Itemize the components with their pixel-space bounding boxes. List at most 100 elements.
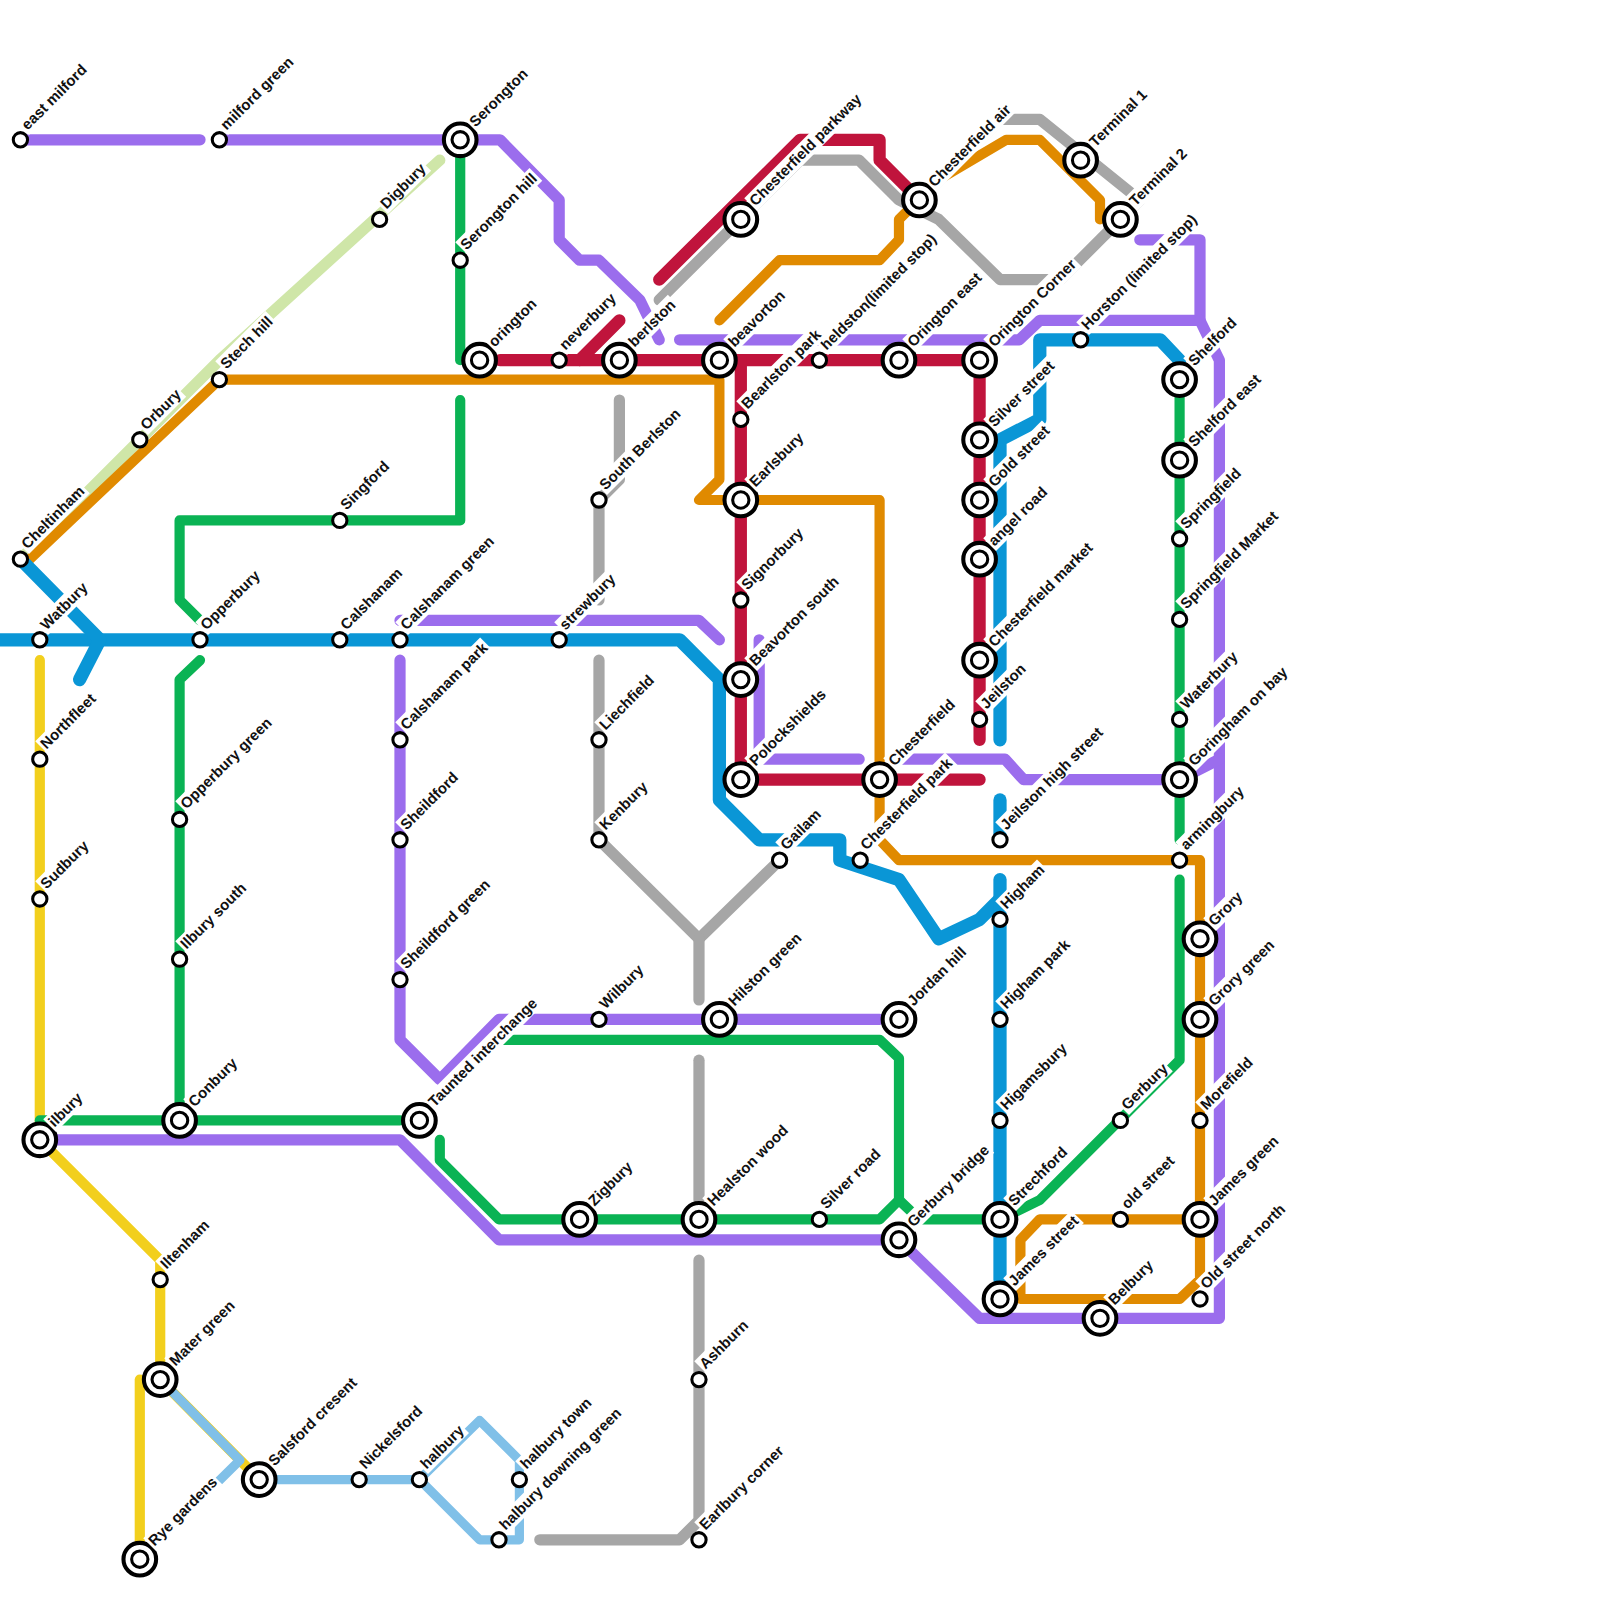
station-marker — [144, 1363, 177, 1396]
station-marker — [393, 633, 407, 647]
station-marker — [152, 1371, 168, 1387]
station-label: Silver road — [815, 1144, 885, 1214]
station-label: east milford — [16, 59, 92, 135]
station-marker — [611, 352, 627, 368]
station-label: Chesterfield parkway — [744, 89, 866, 211]
station-marker — [251, 1471, 267, 1487]
station-label: Singford — [335, 456, 394, 515]
station-marker — [393, 972, 407, 986]
station-marker — [1184, 1003, 1217, 1036]
station-marker — [153, 1272, 167, 1286]
station-marker — [812, 1212, 826, 1226]
station-marker — [1104, 203, 1137, 236]
station-label: Northfleet — [35, 688, 101, 754]
station-marker — [393, 833, 407, 847]
station-marker — [592, 833, 606, 847]
station-marker — [132, 1551, 148, 1567]
station-marker — [171, 1112, 187, 1128]
station-label: Higham park — [995, 934, 1075, 1014]
station-marker — [33, 752, 47, 766]
station-label: Opperbury green — [175, 713, 277, 815]
station-marker — [963, 644, 996, 677]
station-label: Earlbury corner — [694, 1440, 789, 1535]
station-marker — [703, 344, 736, 377]
station-marker — [1172, 853, 1186, 867]
station-marker — [972, 712, 986, 726]
station-marker — [724, 484, 757, 517]
station-marker — [552, 633, 566, 647]
station-marker — [212, 133, 226, 147]
station-marker — [1112, 211, 1128, 227]
station-label: Calshanam park — [395, 637, 493, 735]
station-marker — [592, 733, 606, 747]
station-marker — [863, 763, 896, 796]
station-marker — [733, 492, 749, 508]
station-label: Hilston green — [723, 928, 806, 1011]
station-label: Grory — [1204, 886, 1248, 930]
station-label: Rye gardens — [143, 1472, 222, 1551]
station-label: Conbury — [183, 1053, 242, 1112]
station-marker — [1193, 1292, 1207, 1306]
station-label: Terminal 1 — [1084, 84, 1152, 152]
station-marker — [734, 412, 748, 426]
station-label: Waterbury — [1175, 647, 1243, 715]
station-marker — [683, 1203, 716, 1236]
station-marker — [984, 1283, 1017, 1316]
station-marker — [1072, 152, 1088, 168]
station-marker — [212, 372, 226, 386]
station-marker — [1192, 931, 1208, 947]
station-marker — [963, 344, 996, 377]
station-marker — [444, 123, 477, 156]
station-marker — [592, 1012, 606, 1026]
station-marker — [692, 1533, 706, 1547]
station-marker — [772, 853, 786, 867]
station-marker — [333, 513, 347, 527]
station-marker — [992, 1211, 1008, 1227]
station-marker — [603, 344, 636, 377]
station-label: Sheildford green — [395, 875, 495, 975]
station-marker — [563, 1203, 596, 1236]
station-label: milford green — [215, 51, 298, 134]
station-marker — [33, 633, 47, 647]
station-marker — [1192, 1011, 1208, 1027]
station-label: Jordan hill — [903, 942, 972, 1011]
station-marker — [724, 763, 757, 796]
station-marker — [891, 1232, 907, 1248]
station-marker — [1171, 452, 1187, 468]
station-label: Gailam — [775, 804, 826, 855]
station-marker — [13, 133, 27, 147]
station-marker — [453, 253, 467, 267]
station-marker — [993, 1113, 1007, 1127]
station-marker — [333, 633, 347, 647]
station-marker — [691, 1211, 707, 1227]
station-label: Serongton — [464, 63, 533, 132]
station-marker — [724, 663, 757, 696]
station-marker — [403, 1104, 436, 1137]
station-label: Higamsbury — [995, 1038, 1072, 1115]
station-marker — [963, 423, 996, 456]
station-marker — [871, 771, 887, 787]
station-label: Beavorton south — [744, 572, 844, 672]
station-label: Zigbury — [583, 1157, 637, 1211]
station-label: halbury — [415, 1421, 469, 1475]
station-marker — [1172, 712, 1186, 726]
station-label: Orbury — [135, 384, 186, 435]
station-label: Sheildford — [395, 767, 463, 835]
station-marker — [971, 551, 987, 567]
station-marker — [411, 1112, 427, 1128]
station-marker — [1193, 1113, 1207, 1127]
station-label: Digbury — [375, 159, 431, 215]
station-marker — [883, 344, 916, 377]
station-label: Ilbury south — [175, 878, 251, 954]
station-marker — [33, 892, 47, 906]
station-label: Healston wood — [703, 1120, 794, 1211]
station-marker — [971, 352, 987, 368]
station-marker — [733, 211, 749, 227]
station-marker — [571, 1211, 587, 1227]
station-marker — [1163, 444, 1196, 477]
station-label: Stech hill — [215, 312, 278, 375]
station-marker — [984, 1203, 1017, 1236]
station-marker — [734, 593, 748, 607]
